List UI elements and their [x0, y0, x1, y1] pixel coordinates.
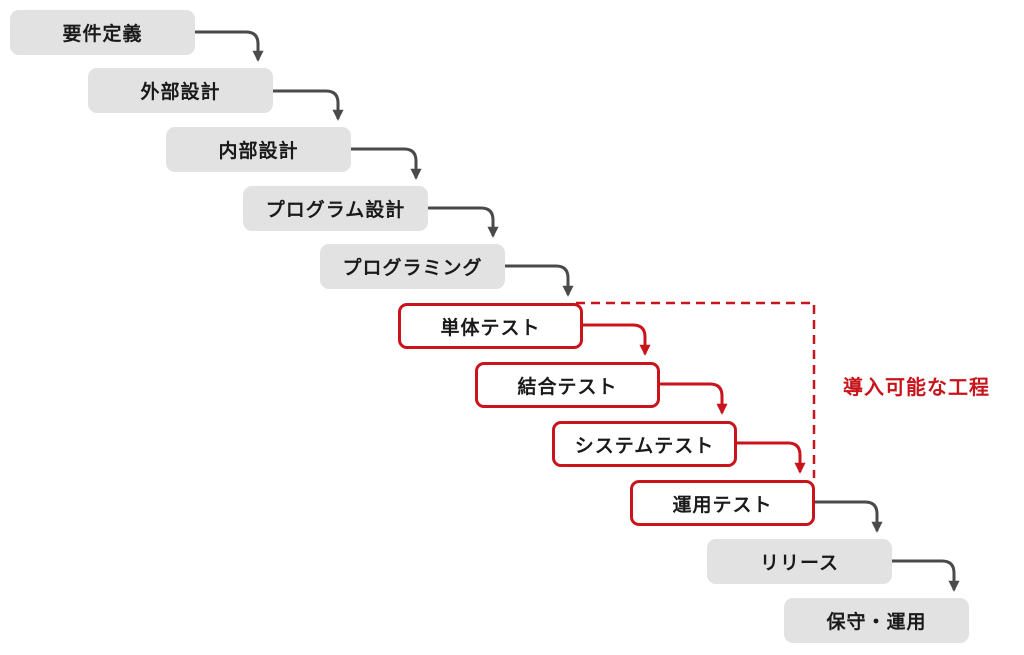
- phase-programming: プログラミング: [320, 244, 505, 289]
- phase-label: プログラム設計: [265, 200, 406, 221]
- phase-label: 外部設計: [140, 82, 221, 103]
- phase-operation-test: 運用テスト: [630, 480, 815, 526]
- phase-label: 内部設計: [218, 141, 299, 162]
- phase-internal-design: 内部設計: [166, 127, 351, 172]
- phase-label: 運用テスト: [672, 494, 773, 516]
- flow-arrow-10: [892, 559, 960, 592]
- flow-arrow-1: [195, 30, 264, 62]
- phase-release: リリース: [707, 539, 892, 584]
- flow-arrow-7: [660, 382, 728, 415]
- phase-label: 要件定義: [62, 24, 143, 45]
- phase-program-design: プログラム設計: [243, 186, 428, 231]
- phase-external-design: 外部設計: [88, 68, 273, 113]
- phase-label: リリース: [759, 553, 840, 574]
- flow-arrow-4: [428, 206, 499, 238]
- phase-label: 単体テスト: [440, 317, 541, 339]
- phase-system-test: システムテスト: [552, 421, 737, 467]
- flow-arrow-5: [505, 264, 574, 297]
- phase-maintenance-operation: 保守・運用: [784, 598, 969, 643]
- flow-arrow-6: [583, 323, 651, 356]
- flow-arrow-8: [737, 441, 806, 474]
- phase-requirements-definition: 要件定義: [10, 10, 195, 55]
- phase-label: システムテスト: [574, 435, 715, 457]
- phase-label: プログラミング: [342, 258, 483, 279]
- phase-label: 結合テスト: [517, 376, 618, 398]
- flow-arrow-9: [815, 500, 883, 533]
- flow-arrow-3: [351, 147, 422, 180]
- phase-integration-test: 結合テスト: [475, 362, 660, 408]
- applicable-process-annotation: 導入可能な工程: [843, 377, 990, 399]
- phase-unit-test: 単体テスト: [398, 303, 583, 349]
- flow-arrow-2: [273, 89, 344, 121]
- phase-label: 保守・運用: [826, 612, 927, 633]
